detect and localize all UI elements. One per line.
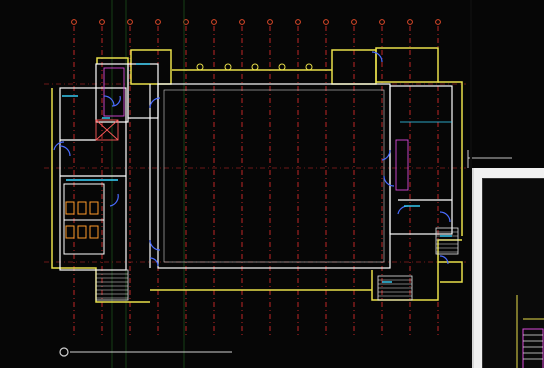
inset-plan-fragment bbox=[467, 150, 512, 168]
viewport-edge bbox=[0, 0, 472, 368]
west-core bbox=[59, 87, 127, 271]
outer-walls bbox=[51, 47, 463, 303]
stair-east bbox=[435, 227, 459, 255]
door-swing-icon bbox=[439, 255, 449, 265]
east-core bbox=[389, 85, 453, 235]
grid-bubble-icon bbox=[379, 19, 385, 25]
north-wing-box-left bbox=[130, 49, 172, 85]
door-swing-icon bbox=[111, 95, 121, 107]
door-swing-icon bbox=[149, 257, 159, 267]
inset-panel[interactable] bbox=[482, 178, 544, 368]
grid-bubble-icon bbox=[295, 19, 301, 25]
room-east-magenta bbox=[395, 139, 409, 191]
stairs bbox=[95, 227, 459, 301]
grid-bubble-icon bbox=[155, 19, 161, 25]
grid-bubble-icon bbox=[183, 19, 189, 25]
east-wing-box bbox=[375, 47, 439, 83]
grid-bubble-icon bbox=[99, 19, 105, 25]
origin-marker-icon[interactable] bbox=[59, 347, 69, 357]
restroom-fixtures bbox=[63, 183, 105, 255]
door-swing-icon bbox=[149, 239, 161, 251]
door-swing-icon bbox=[103, 95, 115, 107]
grid-bubble-icon bbox=[351, 19, 357, 25]
door-swing-icon bbox=[149, 97, 161, 109]
door-swing-icon bbox=[381, 149, 391, 161]
door-swing-icon bbox=[53, 141, 65, 151]
door-swings bbox=[53, 51, 451, 267]
room-outlines bbox=[95, 67, 409, 191]
inset-plan-drawing bbox=[516, 295, 544, 368]
outer-wall-se-step bbox=[438, 261, 463, 283]
outer-wall-west-long bbox=[51, 88, 150, 303]
north-column-markers bbox=[196, 63, 313, 71]
door-swing-icon bbox=[383, 175, 395, 187]
door-swing-icon bbox=[59, 145, 71, 157]
grid-bubble-icon bbox=[407, 19, 413, 25]
door-swing-icon bbox=[371, 51, 383, 63]
stair-south-west bbox=[95, 269, 129, 301]
room-west-magenta bbox=[103, 67, 125, 117]
door-swing-icon bbox=[439, 211, 451, 223]
grid-bubble-icon bbox=[127, 19, 133, 25]
door-swing-icon bbox=[109, 193, 119, 207]
grid-bubble-icon bbox=[211, 19, 217, 25]
grid-bubble-icon bbox=[267, 19, 273, 25]
cyan-accents bbox=[62, 63, 452, 283]
grid-bubble-icon bbox=[71, 19, 77, 25]
stair-treads bbox=[96, 231, 458, 299]
room-box-red bbox=[95, 119, 119, 141]
scale-bar bbox=[59, 347, 232, 357]
grid-bubble-icon bbox=[435, 19, 441, 25]
grid-bubble-icon bbox=[323, 19, 329, 25]
outer-wall-east bbox=[438, 81, 463, 236]
outer-wall-west bbox=[96, 57, 129, 64]
grid-bubble-icon bbox=[239, 19, 245, 25]
